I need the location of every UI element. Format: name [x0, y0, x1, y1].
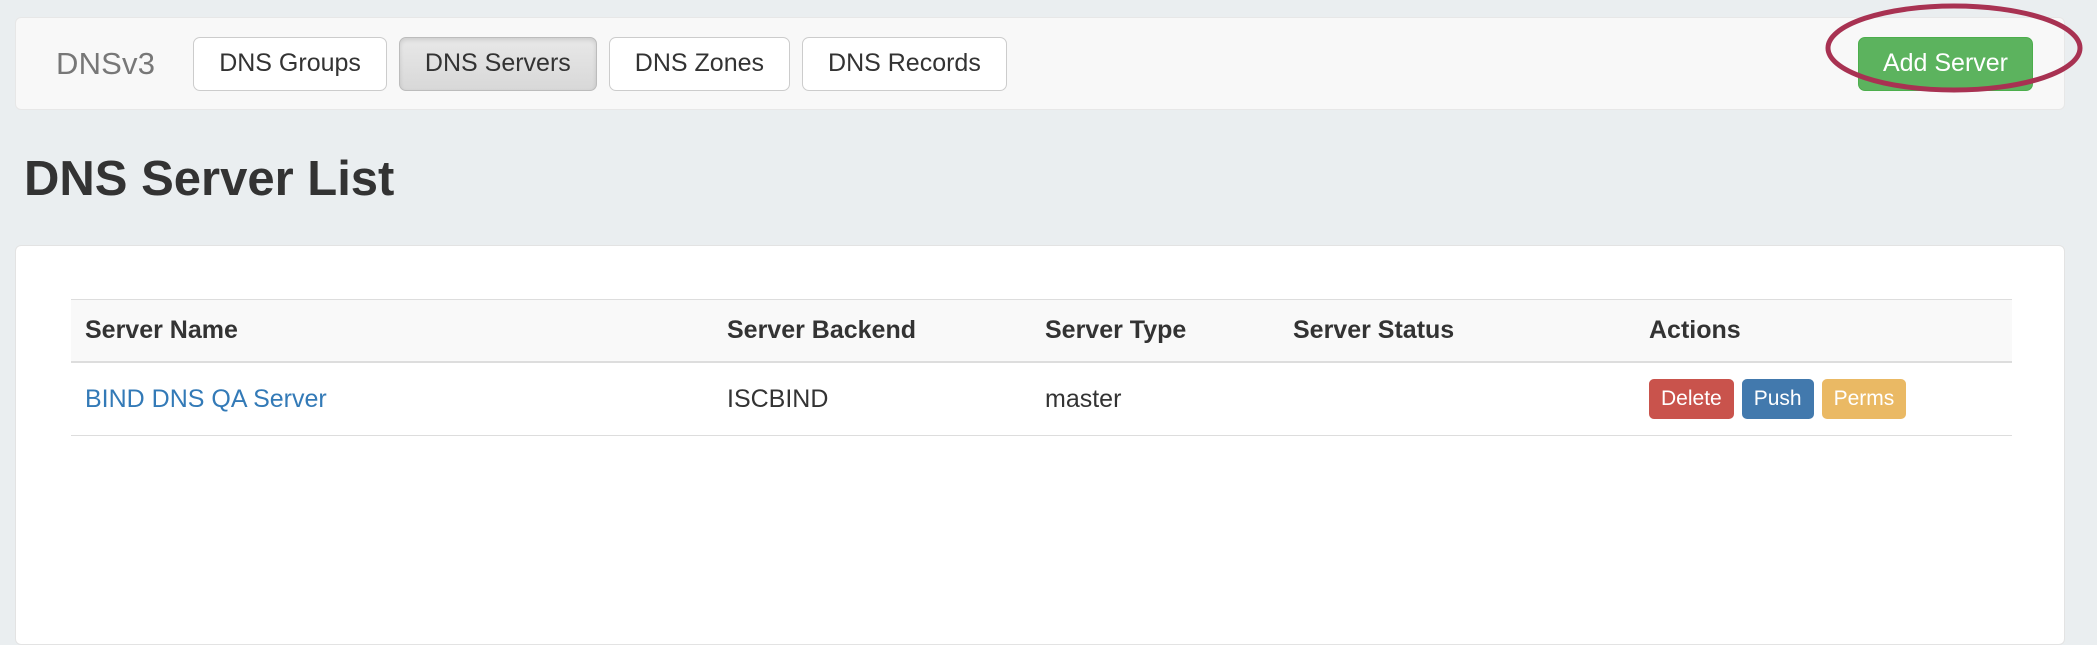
- table-head: Server Name Server Backend Server Type S…: [71, 299, 2012, 363]
- app-brand[interactable]: DNSv3: [56, 46, 156, 81]
- perms-button[interactable]: Perms: [1821, 379, 1907, 419]
- column-header-server-name: Server Name: [71, 299, 713, 363]
- navbar-right-actions: Add Server: [1857, 36, 2042, 91]
- nav-tab-dns-groups[interactable]: DNS Groups: [193, 36, 387, 91]
- navbar-inner: DNSv3 DNS Groups DNS Servers DNS Zones D…: [16, 18, 2064, 109]
- nav-tab-dns-records[interactable]: DNS Records: [802, 36, 1007, 91]
- content-panel: Server Name Server Backend Server Type S…: [15, 245, 2065, 645]
- column-header-server-backend: Server Backend: [713, 299, 1031, 363]
- nav-tab-dns-zones[interactable]: DNS Zones: [608, 36, 791, 91]
- cell-actions: Delete Push Perms: [1635, 362, 2012, 436]
- push-button[interactable]: Push: [1741, 379, 1814, 419]
- page-title: DNS Server List: [24, 151, 395, 206]
- cell-server-status: [1279, 362, 1635, 436]
- column-header-server-type: Server Type: [1031, 299, 1279, 363]
- server-name-link[interactable]: BIND DNS QA Server: [85, 384, 327, 413]
- dns-server-table-wrapper: Server Name Server Backend Server Type S…: [71, 299, 2012, 436]
- table-row: BIND DNS QA Server ISCBIND master Delete…: [71, 362, 2012, 436]
- table-header-row: Server Name Server Backend Server Type S…: [71, 299, 2012, 363]
- top-navbar: DNSv3 DNS Groups DNS Servers DNS Zones D…: [15, 17, 2065, 110]
- add-server-button[interactable]: Add Server: [1857, 36, 2033, 91]
- cell-server-type: master: [1031, 362, 1279, 436]
- column-header-actions: Actions: [1635, 299, 2012, 363]
- cell-server-name: BIND DNS QA Server: [71, 362, 713, 436]
- primary-nav: DNS Groups DNS Servers DNS Zones DNS Rec…: [193, 36, 1007, 91]
- row-action-buttons: Delete Push Perms: [1649, 379, 2012, 419]
- column-header-server-status: Server Status: [1279, 299, 1635, 363]
- dns-server-table: Server Name Server Backend Server Type S…: [71, 299, 2012, 436]
- table-body: BIND DNS QA Server ISCBIND master Delete…: [71, 362, 2012, 436]
- nav-tab-dns-servers[interactable]: DNS Servers: [398, 36, 597, 91]
- cell-server-backend: ISCBIND: [713, 362, 1031, 436]
- delete-button[interactable]: Delete: [1649, 379, 1734, 419]
